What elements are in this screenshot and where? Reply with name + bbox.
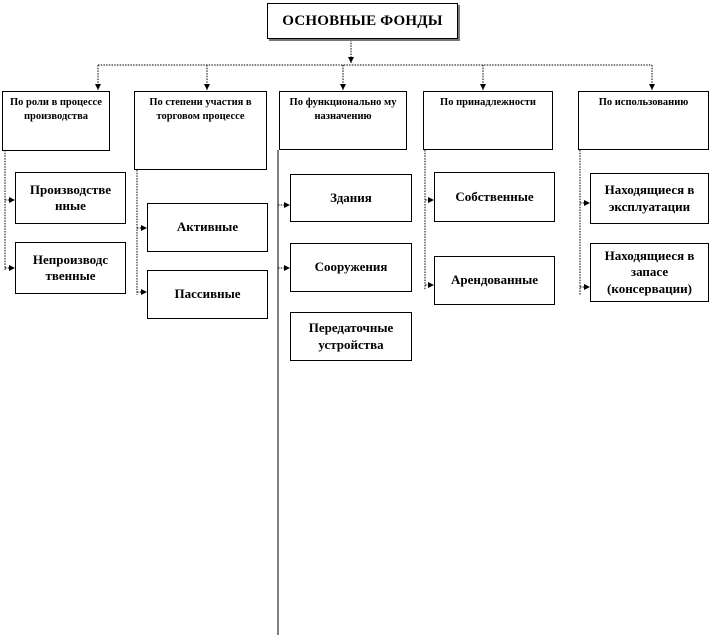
- node-in-reserve: Находящиеся в запасе (консервации): [590, 243, 709, 302]
- node-structures: Сооружения: [290, 243, 412, 292]
- arrow-c4: [649, 84, 655, 90]
- node-buildings: Здания: [290, 174, 412, 222]
- category-header-function: По функционально му назначению: [279, 91, 407, 150]
- node-in-operation: Находящиеся в эксплуатации: [590, 173, 709, 224]
- node-leased: Арендованные: [434, 256, 555, 305]
- arrow-c2: [340, 84, 346, 90]
- node-own: Собственные: [434, 172, 555, 222]
- category-header-role: По роли в процессе производства: [2, 91, 110, 151]
- node-nonproduction: Непроизводс твенные: [15, 242, 126, 294]
- node-active: Активные: [147, 203, 268, 252]
- category-header-ownership: По принадлежности: [423, 91, 553, 150]
- root-node: ОСНОВНЫЕ ФОНДЫ: [267, 3, 458, 39]
- arrow-c1: [204, 84, 210, 90]
- category-header-participation: По степени участия в торговом процессе: [134, 91, 267, 170]
- category-header-usage: По использованию: [578, 91, 709, 150]
- node-transmission-devices: Передаточные устройства: [290, 312, 412, 361]
- node-passive: Пассивные: [147, 270, 268, 319]
- node-production: Производстве нные: [15, 172, 126, 224]
- arrow-c0: [95, 84, 101, 90]
- arrow-root: [348, 57, 354, 63]
- arrow-c3: [480, 84, 486, 90]
